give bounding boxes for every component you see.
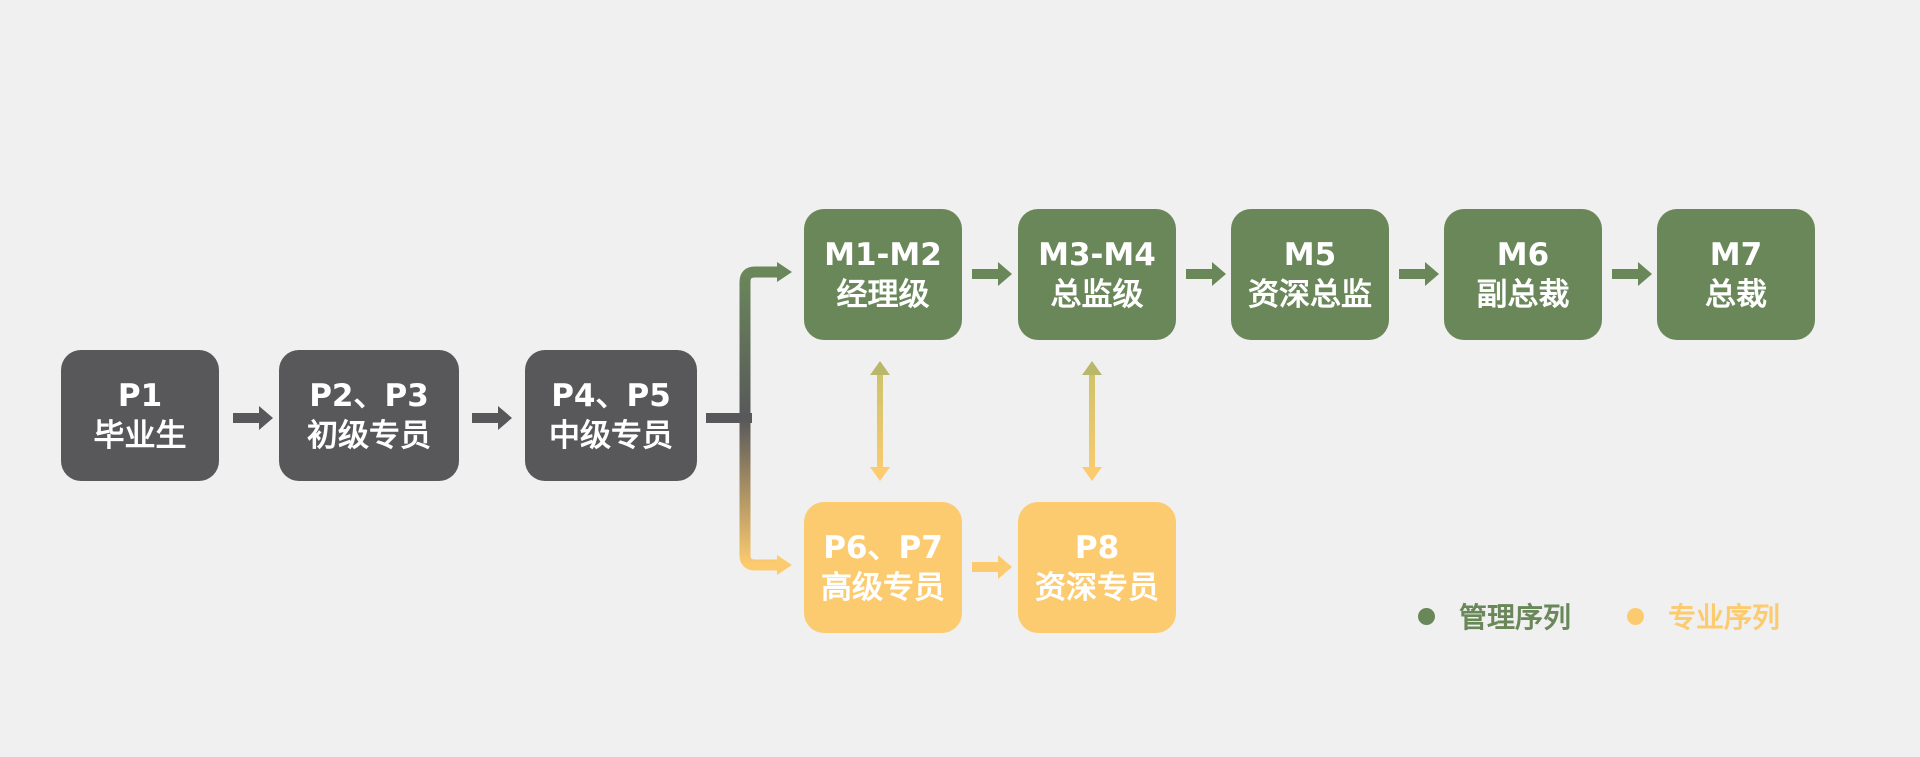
- arrow-m5-to-m6: [1399, 262, 1439, 286]
- arrow-m3-to-m5: [1186, 262, 1226, 286]
- legend-dot-professional-icon: [1627, 607, 1645, 625]
- node-m7: M7 总裁: [1657, 209, 1815, 340]
- arrow-p2-to-p4: [472, 406, 512, 430]
- arrow-p6-to-p8: [972, 555, 1012, 579]
- node-p1-title: 毕业生: [93, 417, 187, 454]
- node-p1-code: P1: [117, 377, 163, 414]
- node-m1-m2: M1-M2 经理级: [804, 209, 962, 340]
- arrow-p1-to-p2: [233, 406, 273, 430]
- node-p4-p5-title: 中级专员: [549, 417, 673, 454]
- node-p8: P8 资深专员: [1018, 502, 1176, 633]
- arrow-m1-to-m3: [972, 262, 1012, 286]
- node-p2-p3: P2、P3 初级专员: [279, 350, 459, 481]
- node-p4-p5: P4、P5 中级专员: [525, 350, 697, 481]
- node-m1-m2-code: M1-M2: [824, 236, 942, 273]
- link-m3-p8: [1082, 361, 1102, 481]
- node-p8-code: P8: [1074, 529, 1120, 566]
- legend: 管理序列 专业序列: [1418, 596, 1780, 636]
- legend-dot-management-icon: [1418, 607, 1435, 625]
- node-m6-code: M6: [1496, 236, 1550, 273]
- legend-item-professional: 专业序列: [1627, 596, 1780, 636]
- node-m3-m4: M3-M4 总监级: [1018, 209, 1176, 340]
- node-m5-title: 资深总监: [1248, 276, 1372, 313]
- node-p4-p5-code: P4、P5: [551, 377, 671, 414]
- node-m5: M5 资深总监: [1231, 209, 1389, 340]
- arrow-m6-to-m7: [1612, 262, 1652, 286]
- node-p1: P1 毕业生: [61, 350, 219, 481]
- node-m6: M6 副总裁: [1444, 209, 1602, 340]
- node-p6-p7: P6、P7 高级专员: [804, 502, 962, 633]
- node-p2-p3-title: 初级专员: [307, 417, 431, 454]
- node-p2-p3-code: P2、P3: [309, 377, 429, 414]
- branch-connector: [706, 262, 792, 575]
- link-m1-p6: [870, 361, 890, 481]
- node-p8-title: 资深专员: [1035, 569, 1159, 606]
- node-m3-m4-title: 总监级: [1050, 276, 1144, 313]
- node-m6-title: 副总裁: [1476, 276, 1570, 313]
- legend-item-management: 管理序列: [1418, 596, 1571, 636]
- node-p6-p7-title: 高级专员: [821, 569, 945, 606]
- legend-label-management: 管理序列: [1459, 601, 1572, 634]
- node-m7-title: 总裁: [1705, 276, 1767, 313]
- node-m7-code: M7: [1709, 236, 1763, 273]
- legend-label-professional: 专业序列: [1668, 601, 1781, 634]
- node-m3-m4-code: M3-M4: [1038, 236, 1156, 273]
- node-m5-code: M5: [1283, 236, 1337, 273]
- node-p6-p7-code: P6、P7: [823, 529, 943, 566]
- node-m1-m2-title: 经理级: [836, 276, 930, 313]
